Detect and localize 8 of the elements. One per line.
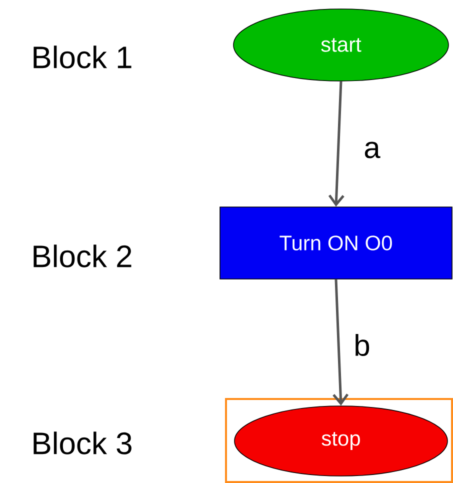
block-label: Block 1	[34, 46, 132, 68]
process-box: Turn ON O0	[220, 206, 452, 280]
block-label: Block 2	[34, 244, 132, 268]
edge-label: b	[356, 334, 370, 356]
arrow	[332, 279, 349, 406]
block-label: Block 3	[34, 432, 132, 454]
edge-label: a	[364, 142, 380, 158]
arrow	[328, 81, 344, 207]
